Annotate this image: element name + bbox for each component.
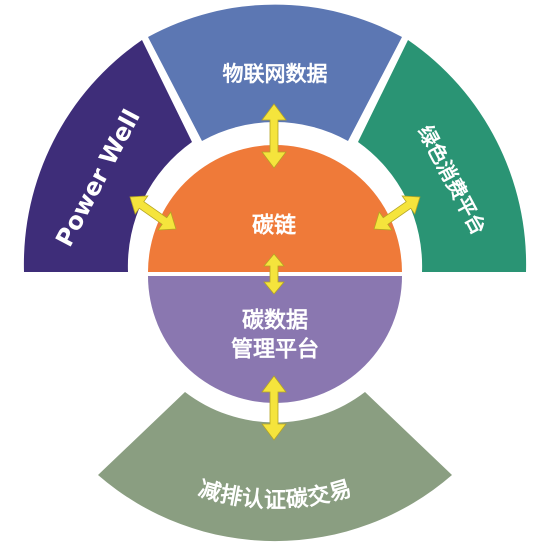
arrow-center-halves [263, 253, 285, 295]
arrow-power-well-center [129, 195, 177, 231]
center-top-half [148, 145, 402, 272]
segment-green-platform [358, 40, 527, 272]
center-top-label: 碳链 [252, 213, 296, 239]
iot-label: 物联网数据 [223, 62, 328, 86]
arrow-center-trading [261, 375, 287, 441]
center-bottom-half [148, 276, 402, 403]
segment-iot [148, 4, 402, 141]
segment-power-well [23, 40, 192, 272]
arrow-green-platform-center [373, 195, 421, 231]
center-bottom-label-line2: 管理平台 [231, 337, 319, 363]
segment-trading [98, 392, 452, 542]
center-bottom-label-line1: 碳数据 [242, 308, 308, 334]
arrow-iot-center [261, 103, 287, 169]
